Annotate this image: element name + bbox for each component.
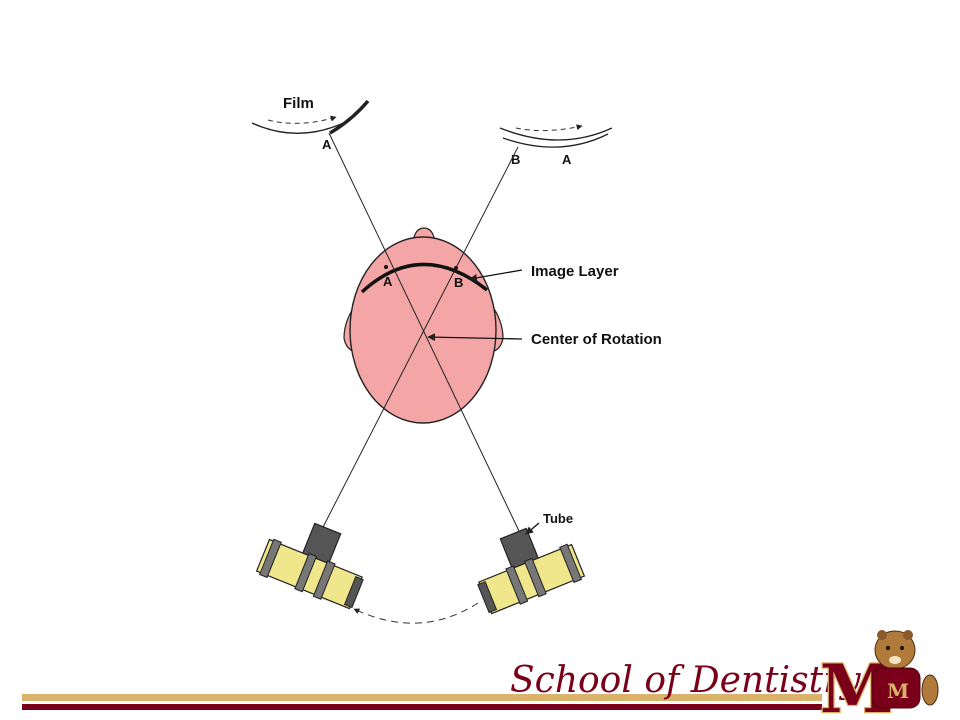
film-left-motion-arrow	[267, 115, 337, 124]
tube-rotation-arrow	[353, 602, 479, 624]
head	[343, 227, 504, 424]
image-layer-point-b	[454, 266, 458, 270]
footer-gold-stripe	[22, 694, 822, 701]
head-point-a: A	[383, 274, 393, 289]
image-layer-pointer	[469, 269, 523, 282]
tube-pointer	[525, 522, 540, 535]
xray-tube-right	[477, 527, 586, 615]
center-of-rotation-pointer	[427, 333, 523, 342]
center-of-rotation-label: Center of Rotation	[531, 331, 662, 348]
mascot-illustration: M	[871, 630, 939, 709]
film-left	[251, 99, 370, 135]
film-right-point-a: A	[562, 152, 572, 167]
head-point-b: B	[454, 275, 463, 290]
footer-maroon-stripe	[22, 704, 822, 710]
tube-label: Tube	[543, 511, 573, 526]
svg-text:M: M	[887, 679, 909, 703]
beam-left-film-to-right-tube	[328, 132, 520, 532]
footer-brand-text: School of Dentistry	[510, 660, 861, 701]
film-right	[499, 124, 613, 148]
xray-tube-left	[255, 522, 364, 610]
beam-right-film-to-left-tube	[321, 146, 519, 530]
film-left-point-a: A	[322, 137, 332, 152]
image-layer-label: Image Layer	[531, 263, 619, 280]
film-label: Film	[283, 95, 314, 112]
image-layer-point-a	[384, 265, 388, 269]
film-right-point-b: B	[511, 152, 520, 167]
film-right-motion-arrow	[515, 124, 583, 132]
footer-banner: School of Dentistry	[22, 660, 861, 710]
